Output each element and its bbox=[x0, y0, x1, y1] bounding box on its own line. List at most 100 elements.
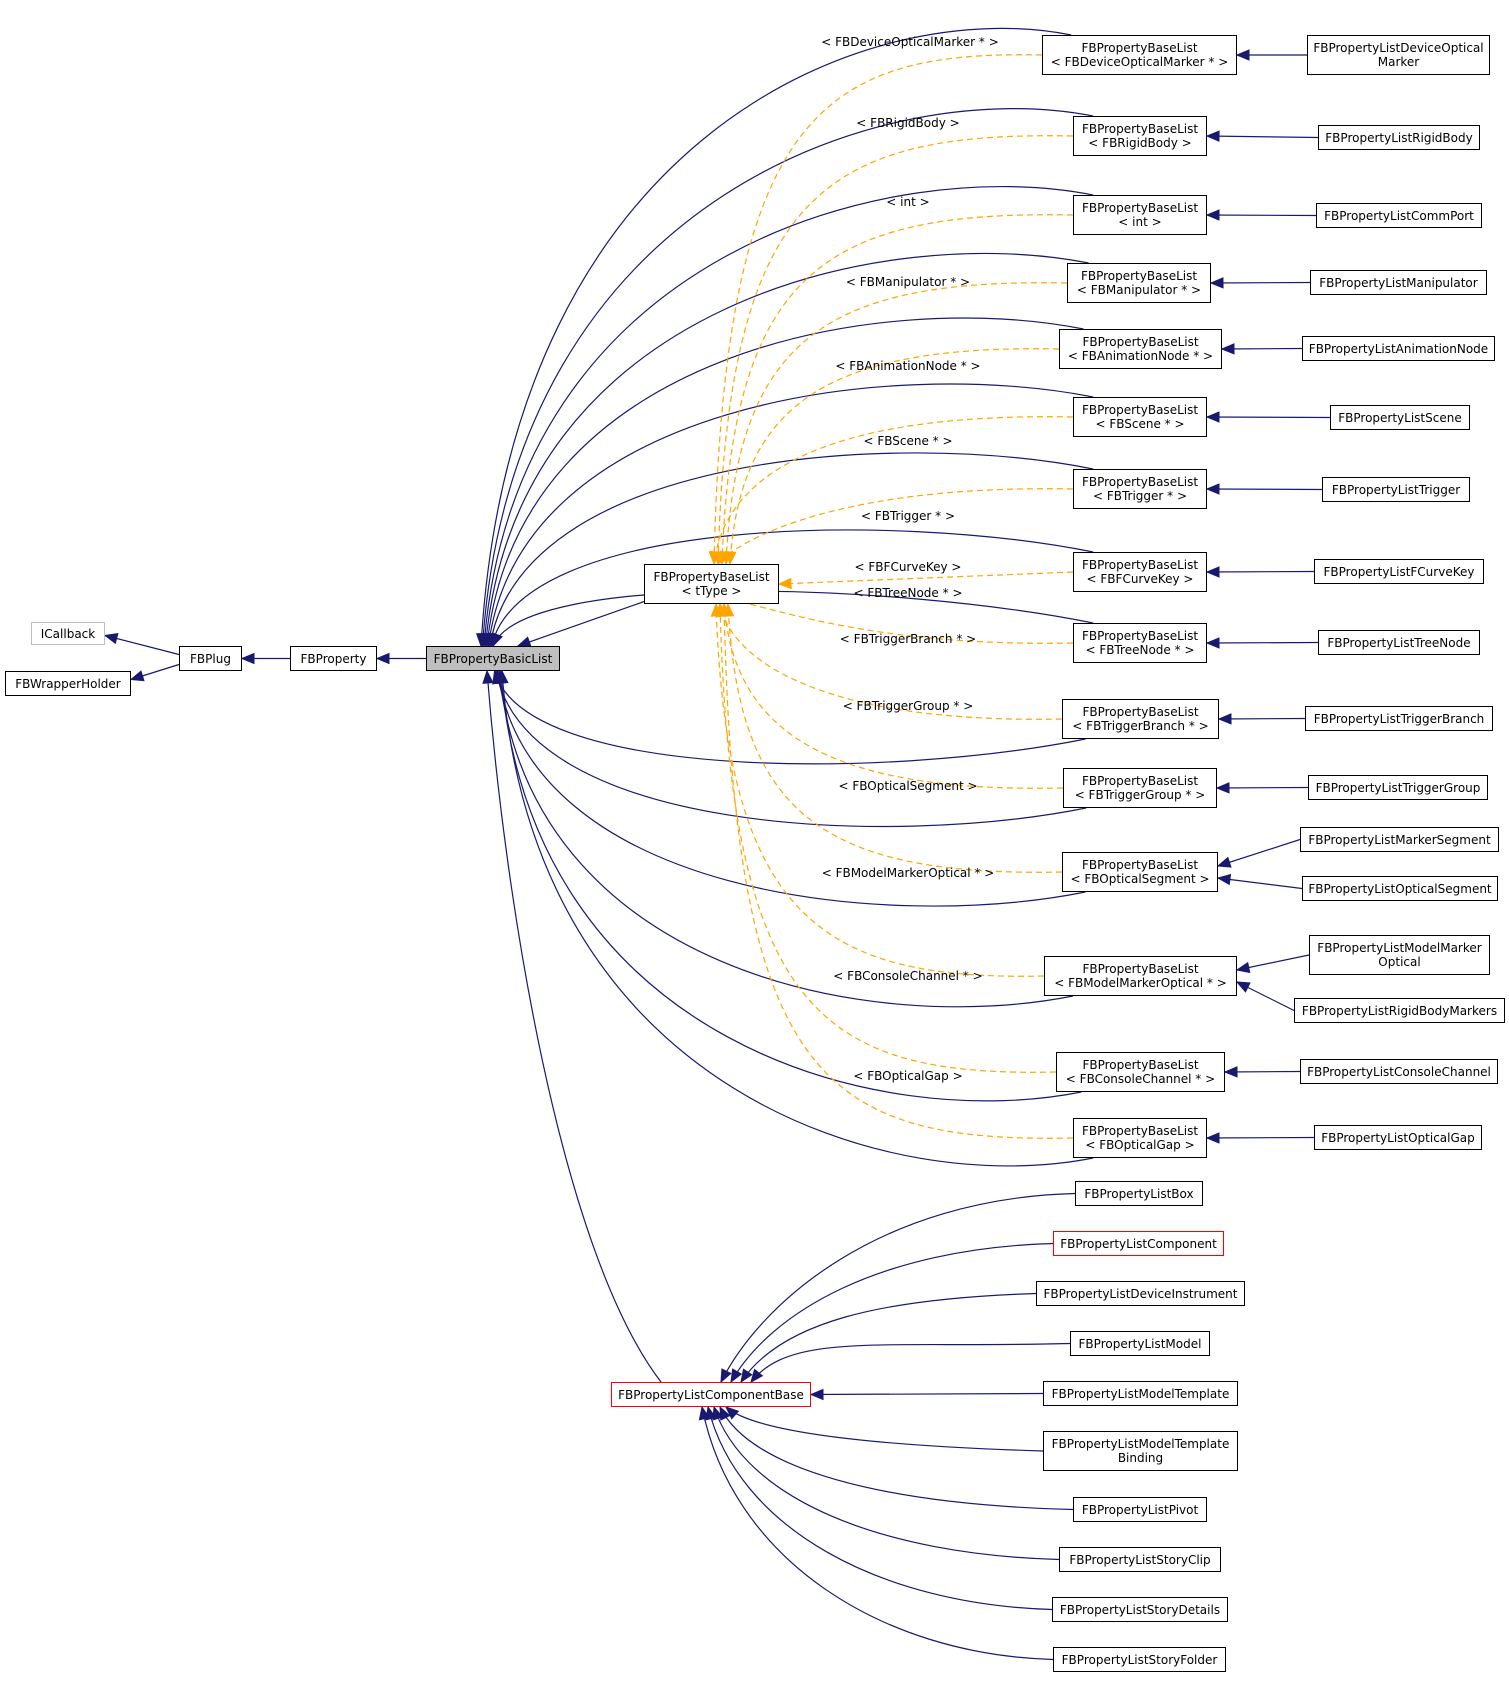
node-label: FBPropertyListStoryDetails bbox=[1059, 1602, 1221, 1617]
node-list-markersegment[interactable]: FBPropertyListMarkerSegment bbox=[1300, 827, 1499, 852]
node-base-opticalsegment[interactable]: FBPropertyBaseList< FBOpticalSegment > bbox=[1062, 852, 1218, 892]
node-list-commport[interactable]: FBPropertyListCommPort bbox=[1316, 203, 1482, 228]
node-base-treenode[interactable]: FBPropertyBaseList< FBTreeNode * > bbox=[1073, 623, 1207, 663]
edge-list-rigidbody-base-rigidbody-arrowhead bbox=[1205, 130, 1220, 142]
edge-list-markersegment-base-opticalsegment-arrowhead bbox=[1216, 856, 1232, 868]
edge-list-treenode-base-treenode bbox=[1206, 641, 1319, 644]
edge-label-triggerbranch: < FBTriggerBranch * > bbox=[840, 632, 976, 646]
node-list-storyclip[interactable]: FBPropertyListStoryClip bbox=[1059, 1547, 1221, 1572]
node-list-triggerbranch[interactable]: FBPropertyListTriggerBranch bbox=[1305, 706, 1493, 731]
node-base-triggergroup[interactable]: FBPropertyBaseList< FBTriggerGroup * > bbox=[1063, 768, 1217, 808]
edge-base-opticalgap-basiclist-arrowhead bbox=[497, 669, 509, 684]
node-list-component[interactable]: FBPropertyListComponent bbox=[1053, 1231, 1224, 1256]
node-label: FBPropertyListModelTemplate bbox=[1051, 1437, 1230, 1451]
edge-list-scene-base-scene bbox=[1206, 416, 1331, 419]
node-list-storyfolder[interactable]: FBPropertyListStoryFolder bbox=[1053, 1647, 1226, 1672]
node-list-rigidbody[interactable]: FBPropertyListRigidBody bbox=[1318, 125, 1480, 150]
node-base-int[interactable]: FBPropertyBaseList< int > bbox=[1073, 195, 1207, 235]
node-label: FBPropertyBaseList bbox=[1081, 1124, 1199, 1138]
node-componentbase[interactable]: FBPropertyListComponentBase bbox=[611, 1382, 811, 1407]
node-list-animationnode[interactable]: FBPropertyListAnimationNode bbox=[1302, 336, 1495, 361]
node-list-treenode[interactable]: FBPropertyListTreeNode bbox=[1318, 630, 1480, 655]
node-label: FBPropertyBaseList bbox=[1081, 41, 1198, 55]
node-label: < FBTriggerGroup * > bbox=[1074, 788, 1206, 802]
edge-label-triggergroup: < FBTriggerGroup * > bbox=[843, 699, 974, 713]
node-label: FBPropertyListMarkerSegment bbox=[1308, 832, 1491, 847]
node-label: < FBFCurveKey > bbox=[1086, 572, 1194, 586]
node-base-scene[interactable]: FBPropertyBaseList< FBScene * > bbox=[1073, 397, 1207, 437]
edge-base-fcurvekey-basetype bbox=[778, 571, 1074, 585]
node-base-fcurvekey[interactable]: FBPropertyBaseList< FBFCurveKey > bbox=[1073, 552, 1207, 592]
edge-list-modelmarkeroptical-base-modelmarkeroptical-arrowhead bbox=[1235, 961, 1251, 974]
node-list-storydetails[interactable]: FBPropertyListStoryDetails bbox=[1052, 1597, 1228, 1622]
edge-base-treenode-basiclist-arrowhead bbox=[492, 632, 503, 648]
node-label: FBPropertyListOpticalSegment bbox=[1308, 881, 1492, 896]
node-label: < FBModelMarkerOptical * > bbox=[1054, 976, 1227, 990]
edge-list-pivot-componentbase bbox=[719, 1406, 1074, 1511]
edge-label-scene: < FBScene * > bbox=[863, 434, 952, 448]
node-base-deviceopticalmarker[interactable]: FBPropertyBaseList< FBDeviceOpticalMarke… bbox=[1042, 35, 1237, 75]
node-basetype[interactable]: FBPropertyBaseList< tType > bbox=[644, 564, 779, 604]
node-list-scene[interactable]: FBPropertyListScene bbox=[1330, 405, 1470, 430]
node-base-manipulator[interactable]: FBPropertyBaseList< FBManipulator * > bbox=[1067, 263, 1211, 303]
node-label: FBPropertyBaseList bbox=[1081, 774, 1199, 788]
node-label: FBPropertyBaseList bbox=[1081, 558, 1199, 572]
edge-list-commport-base-int bbox=[1206, 214, 1317, 217]
edge-label-rigidbody: < FBRigidBody > bbox=[856, 116, 959, 130]
edge-list-storydetails-componentbase bbox=[707, 1406, 1053, 1611]
edge-label-consolechannel: < FBConsoleChannel * > bbox=[833, 969, 982, 983]
node-list-manipulator[interactable]: FBPropertyListManipulator bbox=[1310, 270, 1487, 295]
node-base-consolechannel[interactable]: FBPropertyBaseList< FBConsoleChannel * > bbox=[1056, 1052, 1225, 1092]
node-label: FBPropertyBaseList bbox=[1082, 335, 1199, 349]
node-label: FBPropertyListTreeNode bbox=[1327, 635, 1471, 650]
node-list-modeltemplate[interactable]: FBPropertyListModelTemplate bbox=[1043, 1381, 1238, 1406]
node-label: FBPropertyListFCurveKey bbox=[1323, 564, 1475, 579]
node-label: FBPropertyBaseList bbox=[1081, 858, 1199, 872]
node-fbwrapperholder[interactable]: FBWrapperHolder bbox=[5, 671, 131, 696]
node-label: FBProperty bbox=[300, 651, 367, 666]
node-list-trigger[interactable]: FBPropertyListTrigger bbox=[1322, 477, 1470, 502]
node-list-deviceinstrument[interactable]: FBPropertyListDeviceInstrument bbox=[1036, 1281, 1245, 1306]
edge-base-manipulator-basetype bbox=[725, 282, 1068, 565]
node-fbplug[interactable]: FBPlug bbox=[179, 646, 242, 671]
edge-base-consolechannel-basiclist bbox=[499, 670, 1082, 1102]
edge-list-storyfolder-componentbase bbox=[701, 1406, 1054, 1661]
edge-list-deviceinstrument-componentbase-arrowhead bbox=[740, 1368, 753, 1384]
node-label: FBPropertyListConsoleChannel bbox=[1307, 1064, 1491, 1079]
node-list-opticalgap[interactable]: FBPropertyListOpticalGap bbox=[1314, 1125, 1482, 1150]
node-list-consolechannel[interactable]: FBPropertyListConsoleChannel bbox=[1300, 1059, 1498, 1084]
node-list-fcurvekey[interactable]: FBPropertyListFCurveKey bbox=[1314, 559, 1484, 584]
edge-label-int: < int > bbox=[886, 195, 929, 209]
node-list-triggergroup[interactable]: FBPropertyListTriggerGroup bbox=[1308, 775, 1488, 800]
edge-list-component-componentbase bbox=[730, 1242, 1054, 1383]
node-label: FBPropertyListAnimationNode bbox=[1308, 341, 1489, 356]
node-base-opticalgap[interactable]: FBPropertyBaseList< FBOpticalGap > bbox=[1073, 1118, 1207, 1158]
node-list-opticalsegment[interactable]: FBPropertyListOpticalSegment bbox=[1302, 876, 1498, 901]
node-fbproperty[interactable]: FBProperty bbox=[290, 646, 377, 671]
edge-base-fcurvekey-basetype-arrowhead bbox=[777, 577, 792, 590]
node-list-model[interactable]: FBPropertyListModel bbox=[1070, 1331, 1210, 1356]
node-base-triggerbranch[interactable]: FBPropertyBaseList< FBTriggerBranch * > bbox=[1062, 699, 1219, 739]
node-base-rigidbody[interactable]: FBPropertyBaseList< FBRigidBody > bbox=[1073, 116, 1207, 156]
node-list-box[interactable]: FBPropertyListBox bbox=[1075, 1181, 1203, 1206]
node-base-modelmarkeroptical[interactable]: FBPropertyBaseList< FBModelMarkerOptical… bbox=[1044, 956, 1237, 996]
node-base-trigger[interactable]: FBPropertyBaseList< FBTrigger * > bbox=[1073, 469, 1207, 509]
edge-list-modeltemplatebinding-componentbase-arrowhead bbox=[725, 1406, 740, 1420]
node-label: < FBConsoleChannel * > bbox=[1065, 1072, 1216, 1086]
node-fbpropertybasiclist[interactable]: FBPropertyBasicList bbox=[426, 646, 560, 671]
node-icallback[interactable]: ICallback bbox=[31, 622, 105, 645]
edge-list-triggerbranch-base-triggerbranch bbox=[1218, 717, 1306, 720]
edge-base-manipulator-basiclist bbox=[484, 252, 1089, 647]
node-base-animationnode[interactable]: FBPropertyBaseList< FBAnimationNode * > bbox=[1059, 329, 1222, 369]
edge-list-model-componentbase-arrowhead bbox=[750, 1368, 764, 1384]
node-list-pivot[interactable]: FBPropertyListPivot bbox=[1073, 1497, 1207, 1522]
edge-list-animationnode-base-animationnode bbox=[1221, 347, 1303, 350]
edge-list-rigidbody-base-rigidbody bbox=[1206, 135, 1319, 139]
node-list-rigidbodymarkers[interactable]: FBPropertyListRigidBodyMarkers bbox=[1294, 998, 1505, 1023]
node-label: < FBTrigger * > bbox=[1092, 489, 1188, 503]
node-label: < FBAnimationNode * > bbox=[1067, 349, 1214, 363]
